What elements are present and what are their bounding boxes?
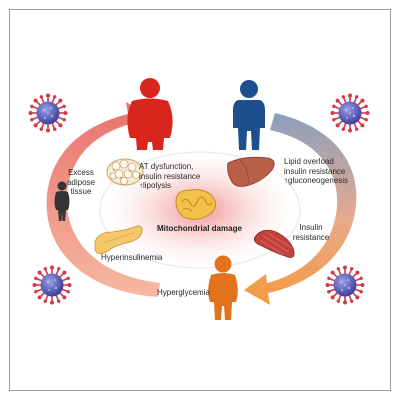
- virus-icon: [27, 92, 69, 134]
- pancreas-icon: [94, 225, 143, 255]
- mitochondrion-icon: [175, 189, 216, 220]
- at-dysfunction-label: AT dysfunction, insulin resistance ↑lipo…: [139, 162, 201, 190]
- adipose-tissue-icon: [106, 158, 144, 186]
- virus-icon: [324, 264, 366, 306]
- left-cycle-arrow: [46, 102, 160, 297]
- excess-adipose-label: Excess adipose tissue: [66, 168, 96, 196]
- orange-person-icon: [208, 255, 238, 320]
- hyperglycemia-label: Hyperglycemia: [157, 288, 210, 297]
- virus-icon: [329, 92, 371, 134]
- lipid-overload-label: Lipid overload insulin resistance ↑gluco…: [284, 157, 349, 185]
- center-ring: [99, 151, 301, 269]
- liver-icon: [227, 156, 275, 187]
- muscle-icon: [253, 229, 295, 258]
- small-person-icon: [54, 181, 70, 221]
- obese-person-icon: [127, 78, 173, 150]
- hyperinsulinemia-label: Hyperinsulinemia: [101, 253, 163, 262]
- lean-person-icon: [233, 80, 265, 150]
- mitochondrial-damage-label: Mitochondrial damage: [157, 224, 242, 233]
- right-cycle-arrow: [244, 113, 357, 305]
- virus-icon: [31, 264, 73, 306]
- insulin-resistance-label: Insulin resistance: [292, 223, 330, 242]
